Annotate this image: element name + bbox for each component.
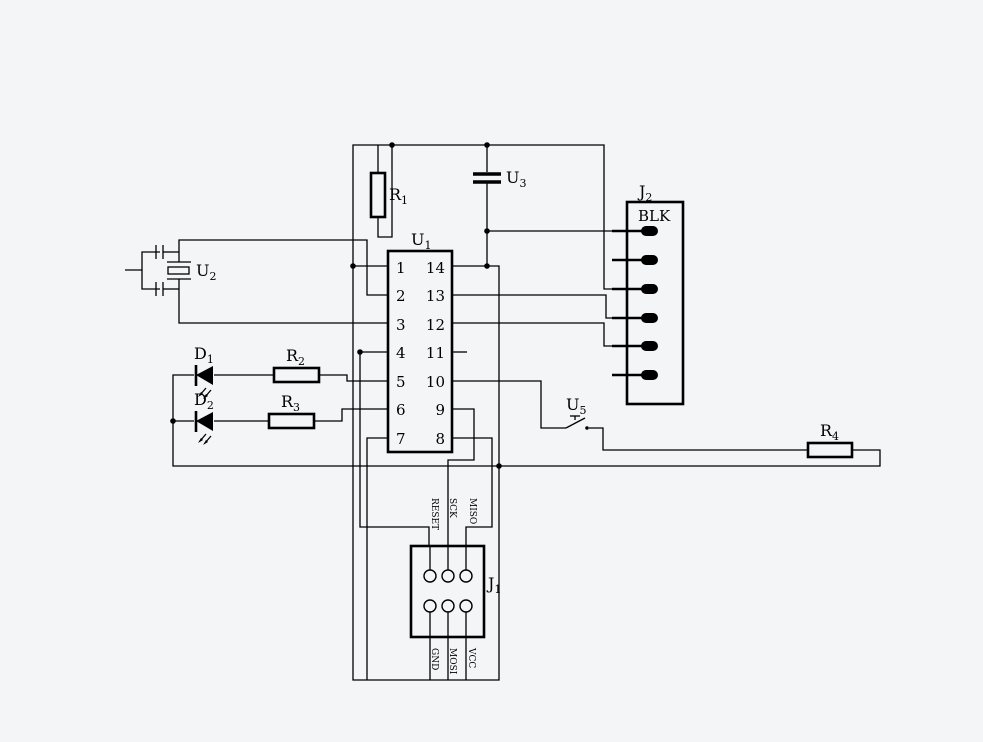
r1-label: R1	[389, 185, 408, 207]
d2-label: D2	[194, 390, 214, 412]
d1-led: D1	[194, 344, 214, 399]
u1-pin-13: 13	[426, 287, 445, 305]
junctions	[170, 142, 502, 469]
u1-pin-3: 3	[396, 316, 406, 334]
u3-label: U3	[506, 168, 526, 190]
u1-pin-2: 2	[396, 287, 406, 305]
u1-pin-11: 11	[426, 344, 445, 362]
r1-resistor: R1	[369, 171, 408, 219]
j1-signal-gnd: GND	[429, 648, 439, 670]
u1-label: U1	[411, 230, 431, 252]
u2-label: U2	[196, 261, 216, 283]
u1-pin-7: 7	[396, 430, 406, 448]
u1-pin-1: 1	[396, 259, 406, 277]
u1-pin-4: 4	[396, 344, 406, 362]
wires	[125, 144, 881, 681]
r3-label: R3	[281, 392, 300, 414]
r4-label: R4	[820, 421, 839, 443]
j2-blk-label: BLK	[638, 207, 671, 225]
j1-signal-miso: MISO	[467, 498, 477, 524]
u1-pin-6: 6	[396, 401, 406, 419]
d1-label: D1	[194, 344, 214, 366]
j1-label: J1	[486, 574, 501, 596]
u5-switch: U5	[565, 395, 589, 430]
j2-pins	[612, 226, 658, 380]
j1-isp-connector: J1 RESET SCK MISO GND MOSI VCC	[409, 498, 501, 675]
u1-pin-12: 12	[426, 316, 445, 334]
r2-resistor: R2	[272, 346, 321, 384]
j2-label: J2	[637, 182, 652, 204]
r3-resistor: R3	[267, 392, 316, 430]
u3-capacitor: U3	[473, 168, 526, 190]
u5-label: U5	[566, 395, 586, 417]
d2-led: D2	[194, 390, 214, 445]
r2-label: R2	[286, 346, 305, 368]
j2-connector: J2 BLK	[612, 182, 685, 406]
j1-signal-vcc: VCC	[466, 647, 476, 668]
u1-pin-8: 8	[435, 430, 445, 448]
u2-crystal: U2	[155, 245, 216, 296]
j1-signal-reset: RESET	[429, 498, 439, 530]
r4-resistor: R4	[806, 421, 854, 459]
j1-signal-sck: SCK	[447, 498, 457, 518]
u1-pin-5: 5	[396, 373, 406, 391]
j1-signal-mosi: MOSI	[447, 648, 457, 675]
u1-ic: U1 1 2 3 4 5 6 7 14 13 12 11 10 9 8	[386, 230, 454, 454]
u1-pin-9: 9	[435, 401, 445, 419]
u1-pin-14: 14	[426, 259, 445, 277]
u1-pin-10: 10	[426, 373, 445, 391]
